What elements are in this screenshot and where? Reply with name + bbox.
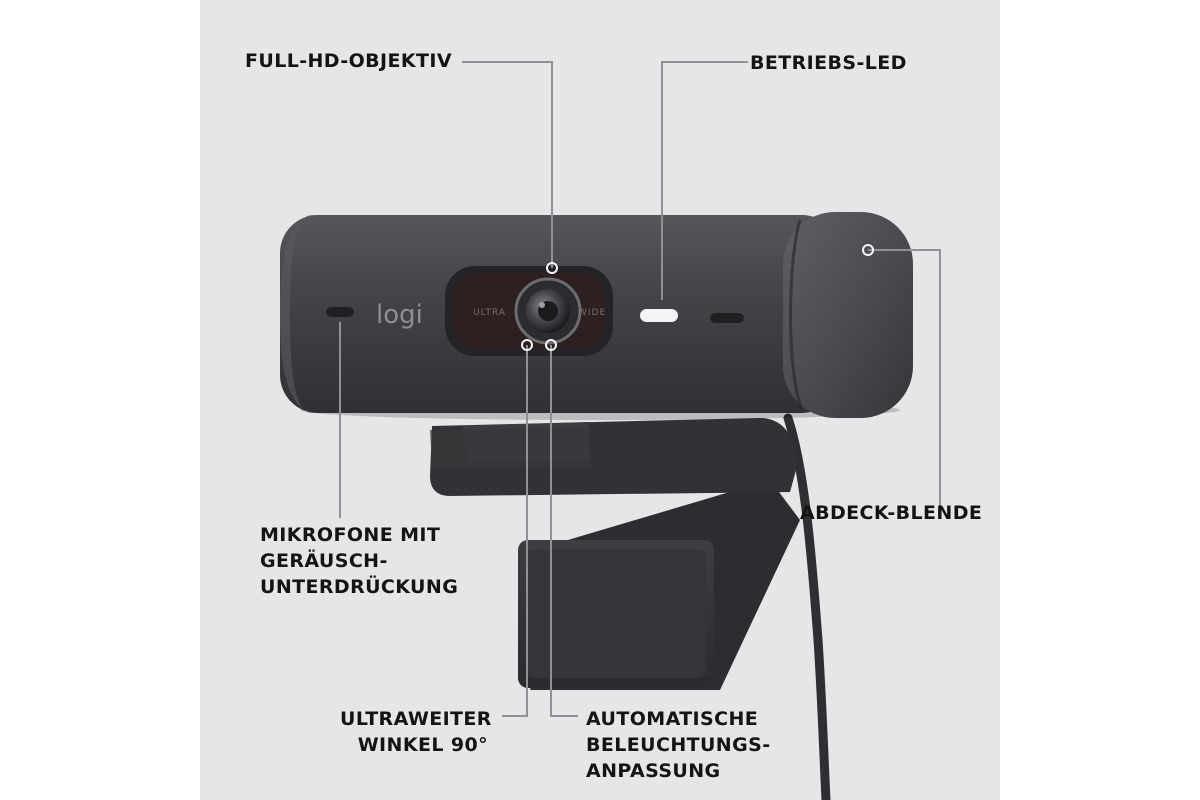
label-noise-cancelling-microphones: MIKROFONE MIT GERÄUSCH- UNTERDRÜCKUNG	[260, 524, 459, 598]
leader-led	[661, 61, 748, 300]
product-panel: logi ULTRA WIDE FULL-HD-OBJEKTIV BETRIEB…	[200, 0, 1000, 800]
label-privacy-shutter: ABDECK-BLENDE	[800, 502, 983, 524]
leader-ultrawide	[502, 345, 528, 717]
callout-dot-ultrawide	[521, 339, 533, 351]
label-ultrawide-angle: ULTRAWEITER WINKEL 90°	[340, 708, 492, 756]
leader-light	[550, 345, 578, 717]
microphone-right	[710, 313, 744, 323]
leader-lines	[339, 61, 941, 717]
label-auto-light-correction: AUTOMATISCHE BELEUCHTUNGS- ANPASSUNG	[586, 708, 771, 782]
privacy-shutter	[783, 212, 913, 418]
ring-label-right: WIDE	[578, 308, 606, 318]
callout-dot-shutter	[862, 244, 874, 256]
usb-cable	[783, 413, 831, 800]
callout-dot-lens	[546, 262, 558, 274]
label-full-hd-lens: FULL-HD-OBJEKTIV	[245, 50, 452, 72]
callout-dot-light	[545, 339, 557, 351]
status-led	[640, 309, 678, 322]
webcam-illustration: logi ULTRA WIDE	[280, 61, 941, 800]
microphone-left	[326, 307, 354, 317]
leader-shutter	[868, 249, 941, 508]
label-status-led: BETRIEBS-LED	[750, 52, 907, 74]
brand-logo-text: logi	[376, 300, 423, 330]
leader-lens	[462, 61, 553, 268]
ring-label-left: ULTRA	[473, 308, 506, 318]
